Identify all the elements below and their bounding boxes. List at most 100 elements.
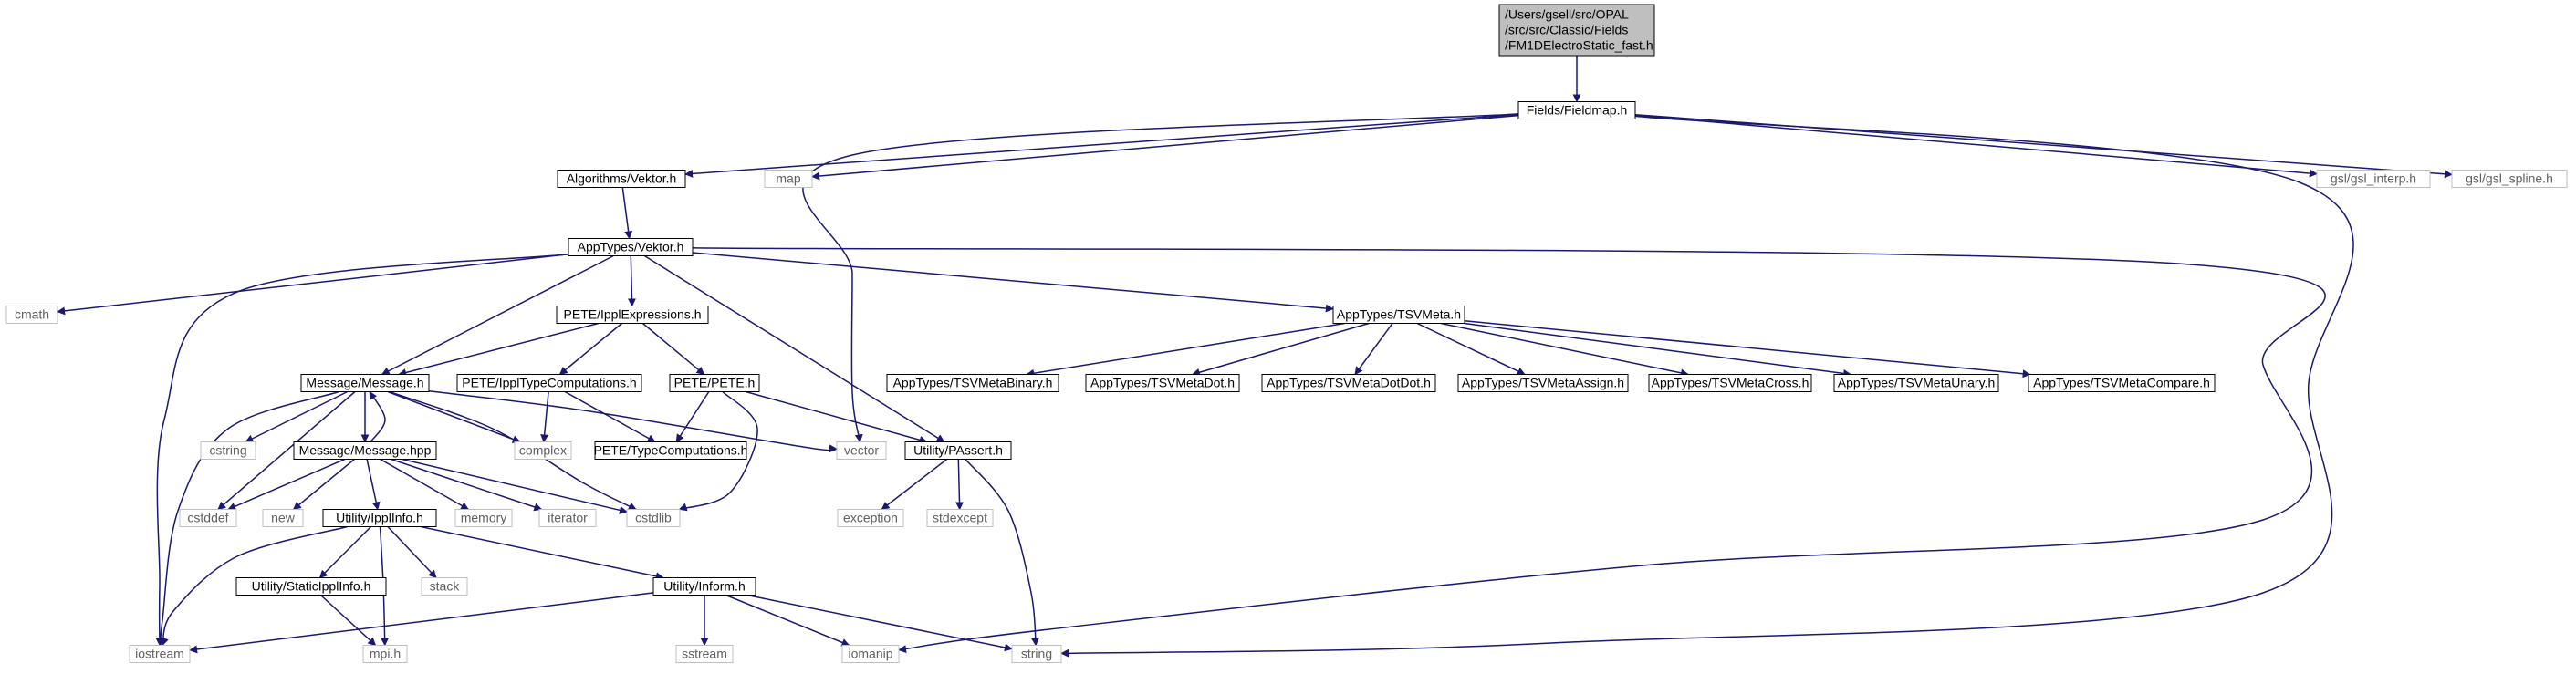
node-iostream: iostream	[129, 645, 191, 663]
node-tsv_cross[interactable]: AppTypes/TSVMetaCross.h	[1648, 374, 1812, 392]
node-alg_vektor[interactable]: Algorithms/Vektor.h	[557, 170, 686, 188]
node-label: PETE/IpplExpressions.h	[564, 307, 702, 322]
node-inform[interactable]: Utility/Inform.h	[652, 577, 756, 596]
node-box	[200, 441, 256, 460]
node-ippl_typecomp[interactable]: PETE/IpplTypeComputations.h	[456, 374, 642, 392]
node-box	[1261, 374, 1436, 392]
node-label: string	[1021, 647, 1052, 661]
node-label: iomanip	[848, 647, 892, 661]
edge-ippl_expr-to-message_h	[398, 322, 600, 377]
node-pete_typecomp[interactable]: PETE/TypeComputations.h	[594, 441, 748, 460]
node-box	[129, 645, 191, 663]
edge-layer	[57, 56, 2453, 658]
node-gsl_interp: gsl/gsl_interp.h	[2316, 170, 2431, 188]
edge-message_h-to-cstddef	[217, 390, 356, 511]
edge-ipplinfo-to-inform	[420, 525, 664, 581]
node-ippl_expr[interactable]: PETE/IpplExpressions.h	[556, 306, 709, 324]
node-label: iostream	[135, 647, 184, 661]
node-passert[interactable]: Utility/PAssert.h	[904, 441, 1012, 460]
node-ipplinfo[interactable]: Utility/IpplInfo.h	[322, 509, 437, 527]
edge-message_hpp-to-iterator	[391, 458, 543, 512]
node-box	[362, 645, 408, 663]
node-tsv_binary[interactable]: AppTypes/TSVMetaBinary.h	[886, 374, 1059, 392]
edge-static_ipplinfo-to-mpi	[319, 594, 377, 647]
node-box	[235, 577, 387, 596]
node-label: cstdlib	[635, 511, 672, 525]
node-label: vector	[844, 443, 879, 458]
node-box	[456, 374, 642, 392]
edge-message_h-to-iostream	[156, 390, 339, 647]
node-box	[454, 509, 513, 527]
node-box	[538, 509, 597, 527]
edge-message_h-to-complex	[387, 390, 521, 443]
node-tsv_compare[interactable]: AppTypes/TSVMetaCompare.h	[2028, 374, 2216, 392]
edge-message_hpp-to-cstdlib	[402, 458, 628, 514]
edge-message_hpp-to-ipplinfo	[366, 459, 381, 511]
edge-app_vektor-to-iomanip	[692, 247, 2326, 654]
node-label: Message/Message.h	[306, 376, 423, 390]
node-label: /src/src/Classic/Fields	[1505, 23, 1628, 37]
edge-passert-to-exception	[881, 458, 948, 511]
node-box	[514, 441, 572, 460]
node-box	[556, 306, 709, 324]
node-complex: complex	[514, 441, 572, 460]
node-label: AppTypes/TSVMetaCross.h	[1652, 376, 1809, 390]
node-box	[626, 509, 681, 527]
edge-tsvmeta-to-tsv_assign	[1416, 322, 1526, 376]
node-label: AppTypes/TSVMeta.h	[1337, 307, 1461, 322]
node-label: gsl/gsl_spline.h	[2466, 171, 2553, 186]
node-box	[557, 170, 686, 188]
node-cstdlib: cstdlib	[626, 509, 681, 527]
node-root[interactable]: /Users/gsell/src/OPAL/src/src/Classic/Fi…	[1498, 4, 1655, 57]
node-cstring: cstring	[200, 441, 256, 460]
edge-tsvmeta-to-tsv_dot	[1191, 322, 1370, 377]
node-label: AppTypes/Vektor.h	[578, 240, 684, 254]
node-stack: stack	[421, 577, 468, 596]
node-tsv_assign[interactable]: AppTypes/TSVMetaAssign.h	[1457, 374, 1629, 392]
node-tsv_dot[interactable]: AppTypes/TSVMetaDot.h	[1085, 374, 1240, 392]
node-label: memory	[461, 511, 507, 525]
node-fieldmap[interactable]: Fields/Fieldmap.h	[1517, 101, 1636, 119]
node-box	[179, 509, 237, 527]
node-label: Utility/IpplInfo.h	[336, 511, 423, 525]
edge-message_hpp-to-message_h	[369, 390, 386, 442]
node-box	[1011, 645, 1062, 663]
node-app_vektor[interactable]: AppTypes/Vektor.h	[568, 238, 694, 256]
node-label: map	[776, 171, 800, 186]
node-label: Utility/StaticIpplInfo.h	[252, 579, 371, 594]
node-box	[886, 374, 1059, 392]
edge-app_vektor-to-message_h	[381, 254, 614, 376]
edge-tsvmeta-to-tsv_compare	[1464, 320, 2031, 378]
node-static_ipplinfo[interactable]: Utility/StaticIpplInfo.h	[235, 577, 387, 596]
node-label: AppTypes/TSVMetaDot.h	[1090, 376, 1235, 390]
node-label: exception	[843, 511, 898, 525]
node-label: cstring	[209, 443, 246, 458]
node-box	[669, 374, 760, 392]
node-label: /Users/gsell/src/OPAL	[1505, 7, 1629, 22]
node-tsv_unary[interactable]: AppTypes/TSVMetaUnary.h	[1833, 374, 1999, 392]
node-tsvmeta[interactable]: AppTypes/TSVMeta.h	[1332, 306, 1465, 324]
node-message_hpp[interactable]: Message/Message.hpp	[293, 441, 437, 460]
node-vector: vector	[836, 441, 887, 460]
node-box	[841, 645, 900, 663]
edge-fieldmap-to-map	[811, 114, 1519, 181]
node-layer: /Users/gsell/src/OPAL/src/src/Classic/Fi…	[5, 4, 2568, 663]
node-label: PETE/PETE.h	[674, 376, 756, 390]
node-box	[1517, 101, 1636, 119]
node-tsv_dotdot[interactable]: AppTypes/TSVMetaDotDot.h	[1261, 374, 1436, 392]
edge-tsvmeta-to-tsv_binary	[1026, 322, 1345, 378]
node-label: AppTypes/TSVMetaBinary.h	[893, 376, 1053, 390]
edge-app_vektor-to-iostream	[155, 253, 569, 647]
node-box	[836, 441, 887, 460]
edge-app_vektor-to-tsvmeta	[692, 252, 1334, 313]
node-message_h[interactable]: Message/Message.h	[300, 374, 430, 392]
node-pete_h[interactable]: PETE/PETE.h	[669, 374, 760, 392]
node-box	[2028, 374, 2216, 392]
edge-message_h-to-cstring	[245, 390, 349, 443]
node-label: Message/Message.hpp	[299, 443, 432, 458]
edge-tsvmeta-to-tsv_dotdot	[1354, 323, 1393, 376]
node-box	[2451, 170, 2568, 188]
node-label: iterator	[548, 511, 588, 525]
node-gsl_spline: gsl/gsl_spline.h	[2451, 170, 2568, 188]
